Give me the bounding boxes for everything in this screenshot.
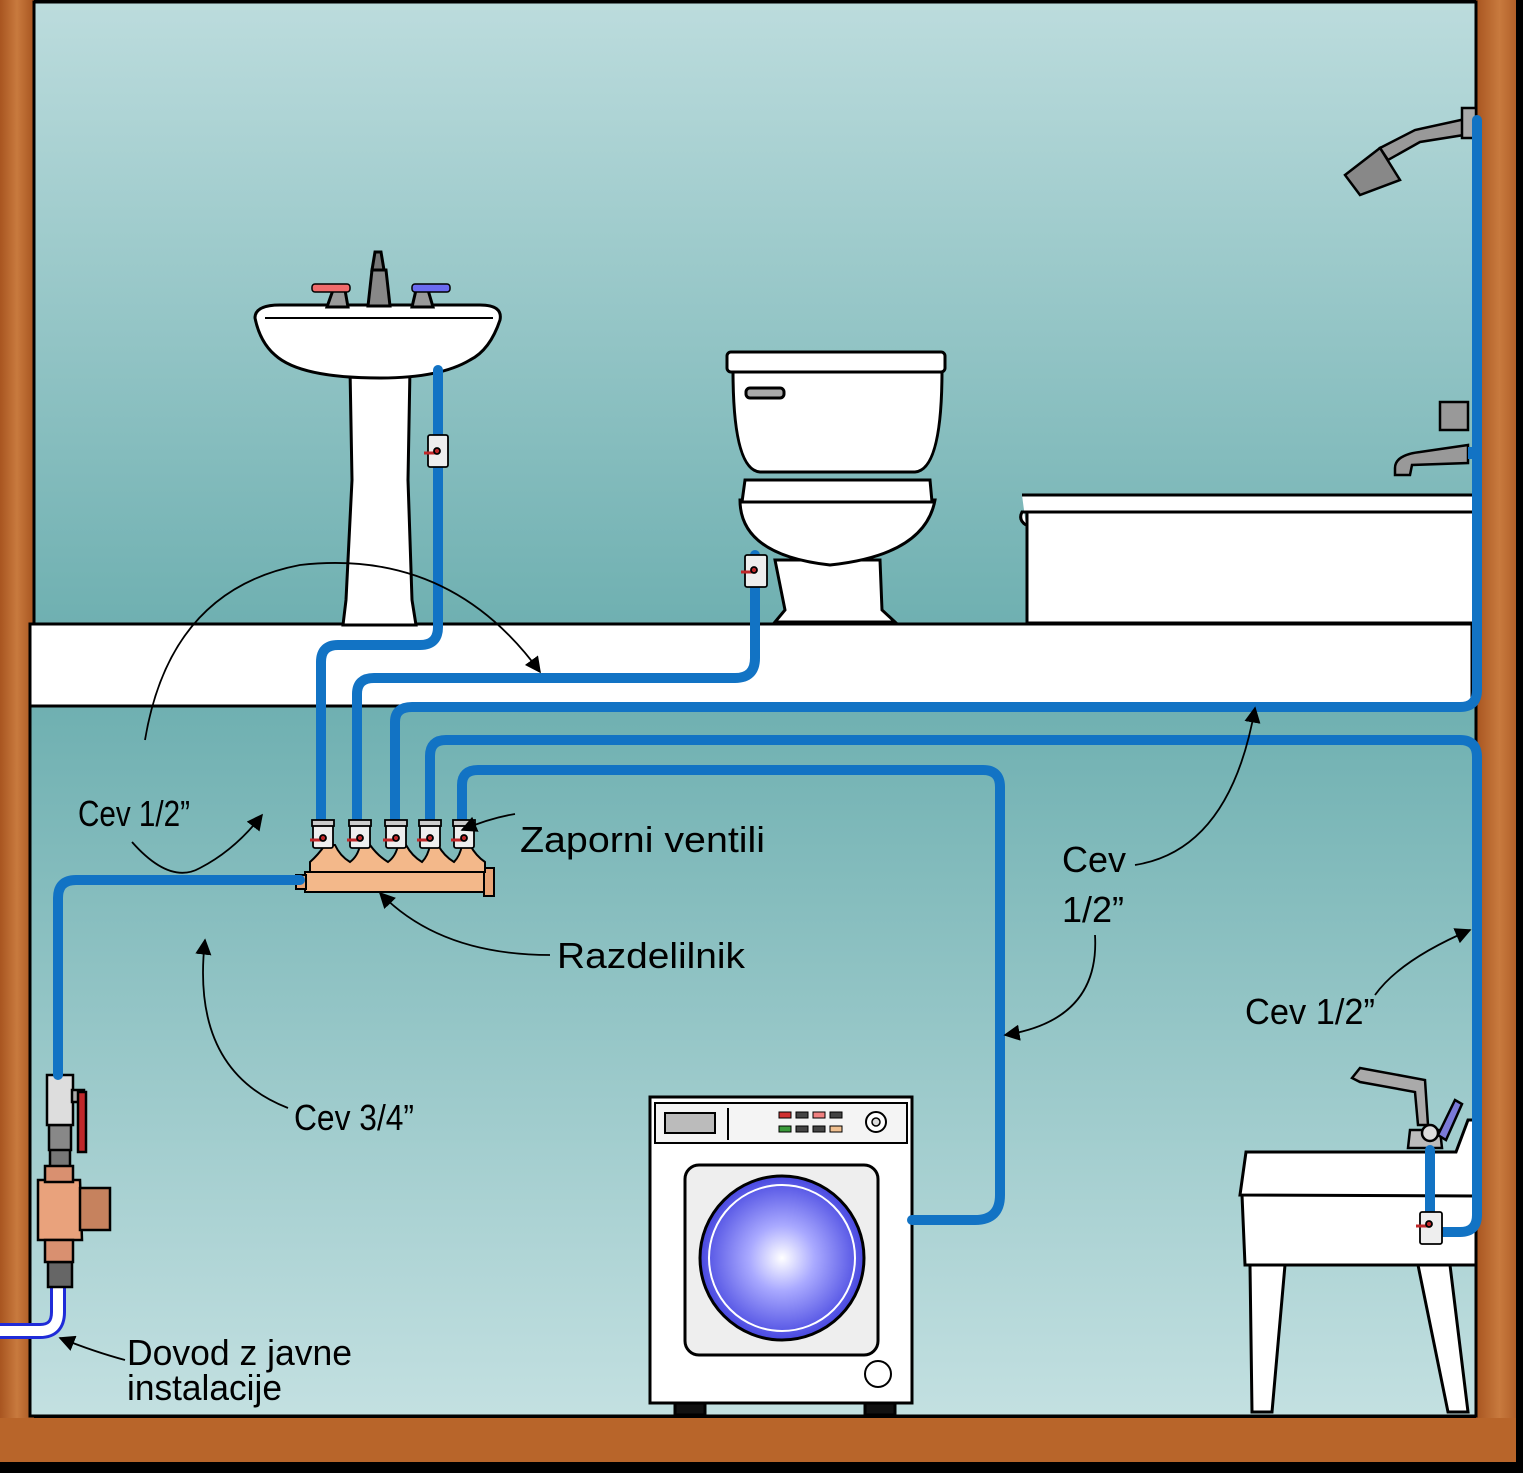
label-razdelilnik: Razdelilnik [557,935,746,976]
shutoff-valves [310,434,1443,1245]
toilet [725,350,947,624]
valve-icon-sink [1416,1211,1443,1245]
pipe-main-supply [53,875,305,1080]
hot-tap-icon [311,283,351,293]
utility-sink [1238,1118,1478,1414]
valve-icon [417,819,442,849]
pipe-to-toilet [352,550,760,827]
pipe-to-washbasin [316,365,443,827]
water-meter [36,1144,112,1289]
washbasin [253,250,502,627]
manifold [295,844,495,897]
label-dovod-1: Dovod z javne [127,1332,352,1373]
valve-icon-washbasin [424,434,449,468]
arrow-zaporni [460,813,516,832]
bathtub [1019,493,1478,625]
annotation-arrows [58,562,1472,1361]
arrow-dovod [58,1335,126,1361]
cold-tap-icon [411,283,451,293]
arrow-basin-to-toilet [144,562,541,741]
label-cev-half-left: Cev 1/2” [78,793,190,834]
arrow-cev-half-left [131,813,263,874]
pipe-to-washer [457,765,1005,1225]
pipe-to-sink [425,735,1482,1237]
pipe-to-shower [390,115,1482,827]
arrow-cev-right [1374,928,1472,996]
main-valve [45,1073,88,1154]
valve-icon [347,819,372,849]
valve-icon [310,819,335,849]
washer-buttons [778,1111,843,1133]
arrow-cev-center-up [1134,706,1261,866]
valve-icon [451,819,476,849]
label-cev-center-1: Cev [1062,839,1126,880]
washing-machine [648,1095,914,1417]
label-cev-3-4: Cev 3/4” [294,1097,414,1138]
label-cev-half-right: Cev 1/2” [1245,991,1375,1032]
sink-faucet [1350,1066,1464,1150]
label-zaporni-ventili: Zaporni ventili [520,819,765,860]
blue-pipes [53,115,1482,1237]
arrow-cev-3-4 [195,938,289,1109]
tub-faucet [1393,400,1470,477]
supply-pipe [0,1277,66,1339]
valve-icon-toilet [741,554,768,588]
label-dovod-2: instalacije [127,1367,282,1408]
valve-icon [383,819,408,849]
arrow-razdelilnik [378,891,551,956]
arrow-cev-center-down [1003,934,1097,1041]
label-cev-center-2: 1/2” [1062,889,1124,930]
